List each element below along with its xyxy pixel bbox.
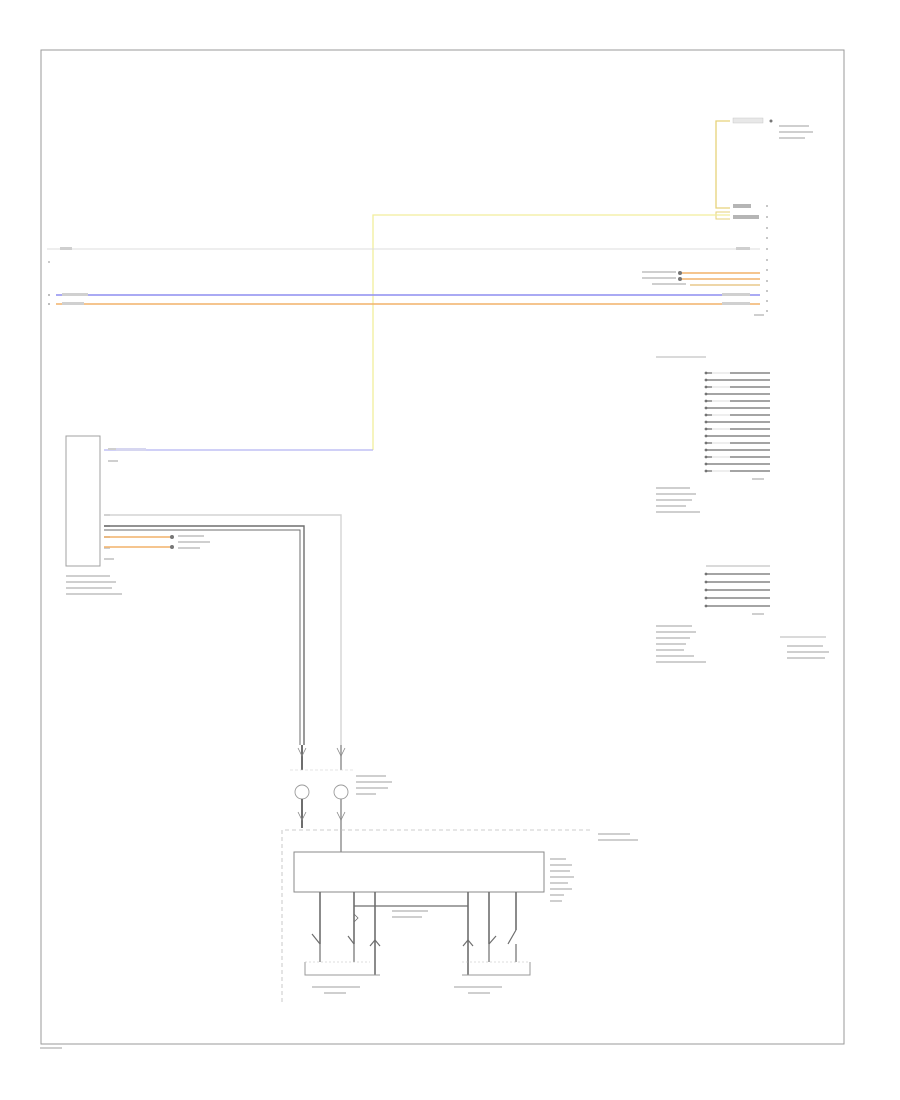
- diagram-frame: [40, 49, 845, 1045]
- switch-assembly: [281, 829, 638, 1002]
- selector-connector-block-2: [656, 565, 829, 663]
- page-mark: [40, 1047, 62, 1049]
- connector-dot-icon: [732, 117, 773, 124]
- selector-connector-block-1: [656, 356, 770, 513]
- switch-icon: [311, 929, 517, 962]
- bulb-group: [290, 745, 392, 852]
- control-module-left: [65, 435, 342, 745]
- orange-short-wires: [642, 271, 760, 286]
- switch-module-box: [293, 851, 545, 893]
- wire-yellow: [372, 214, 730, 450]
- bulb-icon: [294, 784, 349, 800]
- connector-pin-column: [733, 204, 768, 312]
- top-connector-group: [715, 117, 813, 316]
